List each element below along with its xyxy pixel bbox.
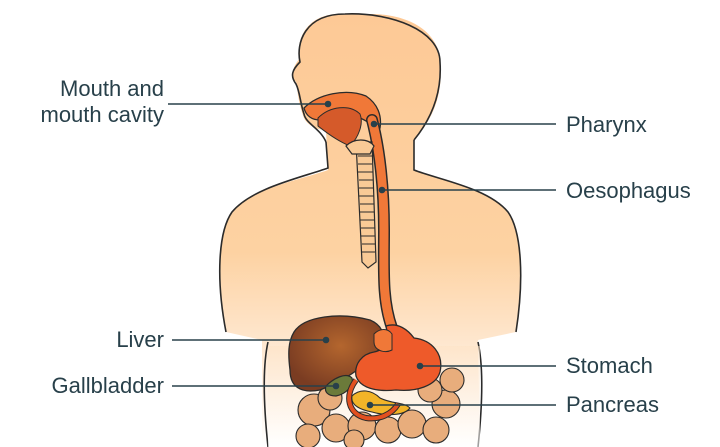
label-pharynx: Pharynx xyxy=(566,112,647,137)
stomach-leader-dot xyxy=(416,362,424,370)
oesophagus-leader-dot xyxy=(378,186,386,194)
label-mouth-line2: mouth cavity xyxy=(40,102,165,127)
stomach-fundus xyxy=(373,329,393,353)
gallbladder-leader-dot xyxy=(332,382,340,390)
label-oesophagus: Oesophagus xyxy=(566,178,691,203)
label-stomach: Stomach xyxy=(566,353,653,378)
pharynx-leader-dot xyxy=(370,120,378,128)
label-mouth-line1: Mouth and xyxy=(60,76,164,101)
label-mouth: Mouth and mouth cavity xyxy=(12,76,165,128)
tongue xyxy=(317,107,362,147)
stomach xyxy=(355,324,442,392)
waist-left-outline xyxy=(263,341,269,447)
label-liver: Liver xyxy=(116,327,164,352)
mouth-leader-dot xyxy=(324,100,332,108)
neck-shoulder-left-outline xyxy=(218,141,329,333)
trachea-rings xyxy=(358,155,375,253)
label-pancreas: Pancreas xyxy=(566,392,659,417)
leader-lines xyxy=(168,100,556,409)
duodenum-fill xyxy=(347,378,400,421)
head-outline xyxy=(291,13,442,143)
label-gallbladder: Gallbladder xyxy=(51,373,164,398)
liver-leader-dot xyxy=(322,336,330,344)
oesophagus-fill xyxy=(367,115,397,333)
neck-shoulder-right-outline xyxy=(413,140,522,333)
larynx xyxy=(345,139,375,155)
pancreas-leader-dot xyxy=(366,401,374,409)
